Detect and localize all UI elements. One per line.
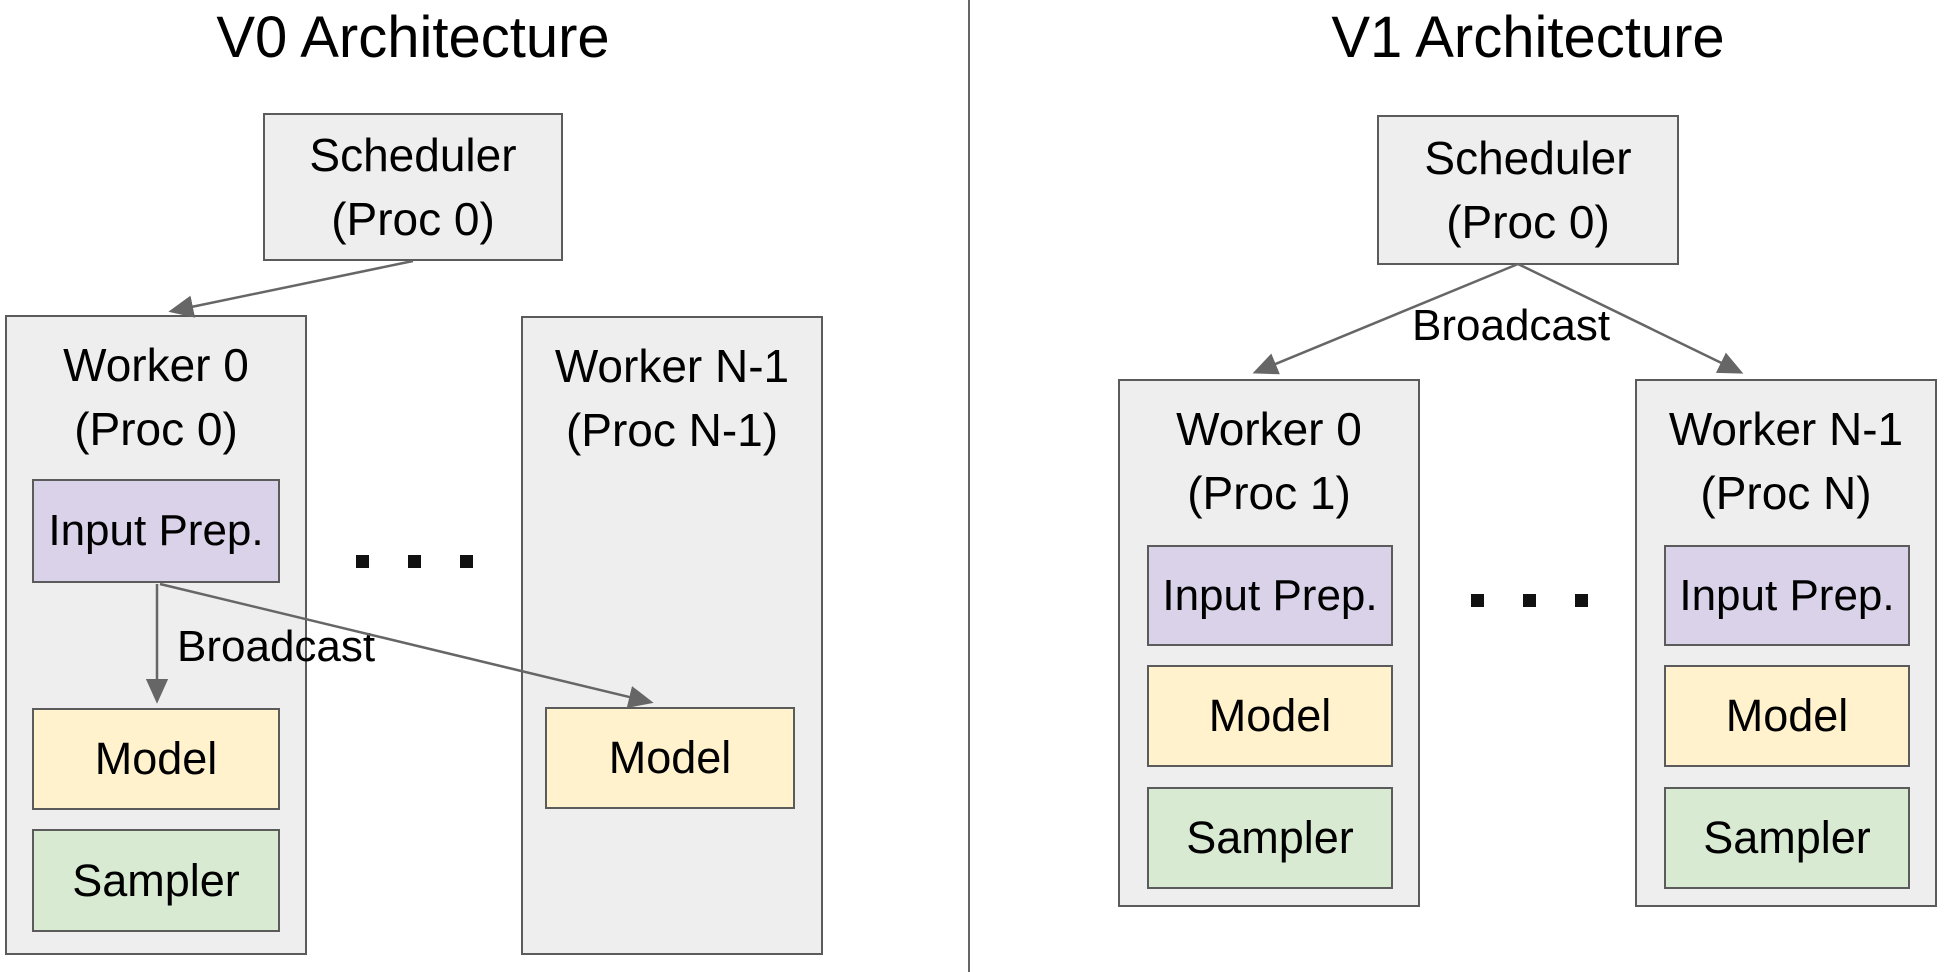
v1-scheduler-proc: (Proc 0) bbox=[1446, 196, 1610, 248]
v0-worker0-model-box: Model bbox=[32, 708, 280, 810]
v1-workerN-model-box: Model bbox=[1664, 665, 1910, 767]
v1-scheduler-box: Scheduler (Proc 0) bbox=[1377, 115, 1679, 265]
v1-workerN-sampler-label: Sampler bbox=[1703, 812, 1871, 863]
v0-worker0-model-label: Model bbox=[94, 733, 218, 784]
v1-workerN-name: Worker N-1 bbox=[1668, 403, 1904, 455]
v0-workerN-model-box: Model bbox=[545, 707, 795, 809]
v1-scheduler-name: Scheduler bbox=[1424, 132, 1632, 184]
v1-worker0-input-prep-box: Input Prep. bbox=[1147, 545, 1393, 646]
v1-ellipsis-dots bbox=[1471, 594, 1588, 607]
v0-workerN-proc: (Proc N-1) bbox=[565, 404, 779, 456]
v0-workerN-box: Worker N-1 (Proc N-1) bbox=[521, 316, 823, 955]
v0-ellipsis-dots bbox=[356, 555, 473, 568]
v1-worker0-sampler-box: Sampler bbox=[1147, 787, 1393, 889]
v0-title: V0 Architecture bbox=[216, 5, 610, 70]
v0-broadcast-label: Broadcast bbox=[177, 622, 376, 671]
v1-worker0-name: Worker 0 bbox=[1176, 403, 1362, 455]
v0-scheduler-to-worker0-arrow bbox=[168, 259, 414, 318]
v1-title: V1 Architecture bbox=[1331, 5, 1725, 70]
v0-workerN-model-label: Model bbox=[608, 732, 732, 783]
v0-scheduler-name: Scheduler bbox=[309, 129, 517, 181]
v0-worker0-sampler-label: Sampler bbox=[72, 854, 240, 906]
v0-worker0-sampler-box: Sampler bbox=[32, 829, 280, 932]
v1-workerN-model-label: Model bbox=[1725, 690, 1849, 741]
v1-broadcast-label: Broadcast bbox=[1412, 301, 1611, 350]
v0-scheduler-proc: (Proc 0) bbox=[331, 193, 495, 245]
v0-worker0-input-prep-label: Input Prep. bbox=[48, 506, 264, 555]
v1-worker0-input-prep-label: Input Prep. bbox=[1162, 570, 1378, 620]
panel-divider bbox=[968, 0, 970, 972]
v0-workerN-name: Worker N-1 bbox=[554, 340, 790, 392]
v0-scheduler-box: Scheduler (Proc 0) bbox=[263, 113, 563, 261]
v1-workerN-input-prep-box: Input Prep. bbox=[1664, 545, 1910, 646]
v0-worker0-input-prep-box: Input Prep. bbox=[32, 479, 280, 583]
v1-workerN-sampler-box: Sampler bbox=[1664, 787, 1910, 889]
v0-worker0-proc: (Proc 0) bbox=[74, 403, 238, 455]
v1-worker0-model-label: Model bbox=[1208, 690, 1332, 741]
v0-worker0-name: Worker 0 bbox=[63, 339, 249, 391]
v1-worker0-model-box: Model bbox=[1147, 665, 1393, 767]
v1-workerN-input-prep-label: Input Prep. bbox=[1679, 570, 1895, 620]
v1-worker0-proc: (Proc 1) bbox=[1187, 467, 1351, 519]
v1-workerN-proc: (Proc N) bbox=[1700, 467, 1872, 519]
v1-worker0-sampler-label: Sampler bbox=[1186, 812, 1354, 863]
